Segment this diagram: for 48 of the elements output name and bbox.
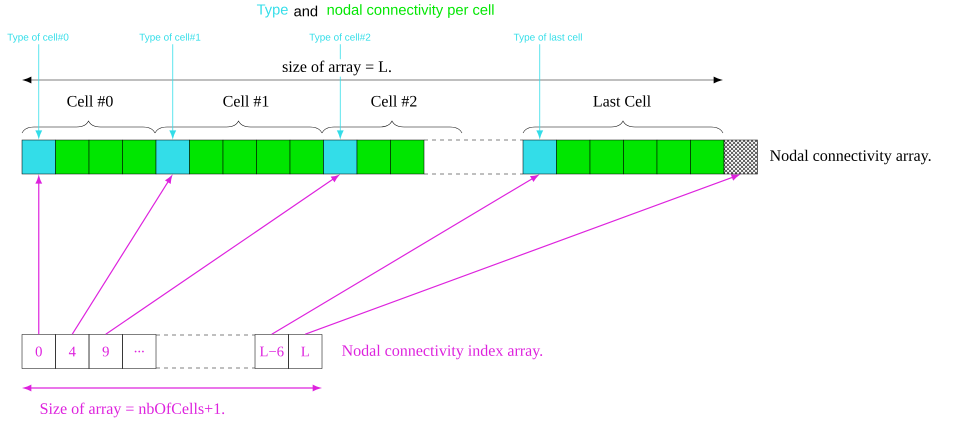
connectivity-cell xyxy=(222,140,257,174)
title-text: Type xyxy=(255,3,290,19)
dimension-label: size of array = L. xyxy=(280,59,394,77)
index-cell: L xyxy=(288,334,322,369)
arrow xyxy=(271,174,538,335)
brace-label: Last Cell xyxy=(592,94,652,108)
index-cell: 0 xyxy=(22,334,56,369)
brace-label: Cell #1 xyxy=(221,94,271,108)
index-cell: L−6 xyxy=(254,334,289,369)
type-label: Type of cell#2 xyxy=(309,33,370,43)
type-label: Type of cell#1 xyxy=(139,33,200,43)
connectivity-cell xyxy=(290,140,324,174)
arrow xyxy=(72,176,172,335)
connectivity-cell xyxy=(590,140,624,174)
arrow xyxy=(105,175,339,335)
connectivity-cell xyxy=(623,140,658,174)
connectivity-cell xyxy=(88,140,123,174)
index-cell: 4 xyxy=(55,334,90,369)
dimension-label: Size of array = nbOfCells+1. xyxy=(38,401,226,419)
connectivity-cell xyxy=(656,140,691,174)
type-cell xyxy=(323,140,358,174)
index-cell: ... xyxy=(122,334,156,369)
arrow xyxy=(305,174,740,335)
type-cell xyxy=(522,140,557,174)
brace-label: Cell #2 xyxy=(369,94,419,108)
type-label: Type of cell#0 xyxy=(7,33,68,43)
connectivity-cell xyxy=(256,140,290,174)
connectivity-cell xyxy=(189,140,224,174)
type-cell xyxy=(156,140,190,174)
connectivity-cell xyxy=(690,140,724,174)
leader-line xyxy=(536,44,543,138)
hatched-cell xyxy=(724,140,758,174)
title-text: nodal connectivity per cell xyxy=(325,2,496,20)
connectivity-cell xyxy=(55,140,90,174)
type-cell xyxy=(22,140,56,174)
array-label: Nodal connectivity array. xyxy=(768,148,933,166)
title-text: and xyxy=(292,4,320,18)
index-cell: 9 xyxy=(88,334,123,369)
leader-line xyxy=(170,44,176,138)
connectivity-cell xyxy=(356,140,391,174)
type-label: Type of last cell xyxy=(514,33,582,43)
connectivity-cell xyxy=(390,140,424,174)
brace-label: Cell #0 xyxy=(65,94,115,108)
connectivity-cell xyxy=(122,140,156,174)
arrow xyxy=(36,176,42,334)
connectivity-cell xyxy=(556,140,590,174)
array-label: Nodal connectivity index array. xyxy=(340,343,544,361)
leader-line xyxy=(36,44,42,138)
